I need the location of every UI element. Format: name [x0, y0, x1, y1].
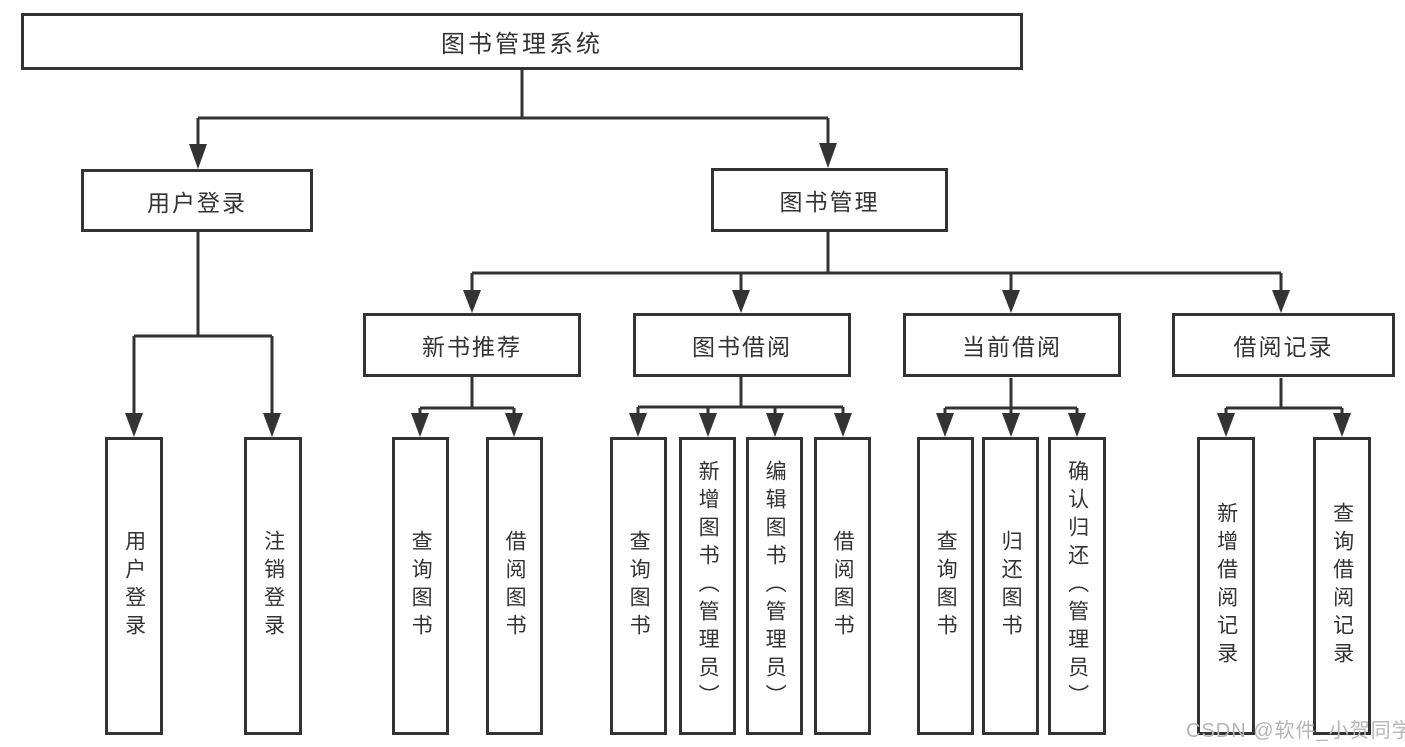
leaf-query-books-borrowing-label: 查询图书: [627, 530, 651, 642]
node-borrowing-records-label: 借阅记录: [1233, 334, 1334, 360]
arrowhead-icon: [505, 413, 523, 437]
leaf-edit-book-admin-label: 编辑图书（管理员）: [763, 460, 787, 712]
leaf-query-books-current: 查询图书: [917, 437, 974, 735]
node-user-login: 用户登录: [81, 169, 313, 232]
arrowhead-icon: [1272, 290, 1290, 313]
arrowhead-icon: [1002, 413, 1020, 437]
node-book-borrowing: 图书借阅: [633, 313, 851, 377]
node-new-book-recommendation-label: 新书推荐: [422, 334, 522, 360]
connector-book-management-group: [470, 232, 1283, 291]
leaf-logout: 注销登录: [244, 437, 302, 735]
leaf-user-login-label: 用户登录: [122, 530, 146, 642]
arrowhead-icon: [1002, 290, 1020, 313]
arrowhead-icon: [1068, 413, 1086, 437]
node-library-management-system: 图书管理系统: [21, 13, 1023, 70]
leaf-logout-label: 注销登录: [261, 530, 285, 642]
connector-current-group: [943, 378, 1079, 414]
connector-root: [196, 70, 830, 144]
arrowhead-icon: [125, 413, 143, 437]
arrowhead-icon: [699, 413, 717, 437]
node-current-borrowing-label: 当前借阅: [962, 334, 1062, 360]
leaf-query-borrow-record-label: 查询借阅记录: [1330, 502, 1354, 670]
leaf-confirm-return-admin: 确认归还（管理员）: [1048, 437, 1106, 735]
arrowhead-icon: [936, 413, 954, 437]
arrowhead-icon: [766, 413, 784, 437]
leaf-borrow-books-recommend-label: 借阅图书: [503, 530, 527, 642]
arrowhead-icon: [1217, 413, 1235, 437]
leaf-confirm-return-admin-label: 确认归还（管理员）: [1065, 460, 1089, 712]
leaf-add-borrow-record-label: 新增借阅记录: [1214, 502, 1238, 670]
leaf-borrow-books-borrowing-label: 借阅图书: [831, 530, 855, 642]
leaf-borrow-books-recommend: 借阅图书: [486, 437, 543, 735]
leaf-add-book-admin-label: 新增图书（管理员）: [696, 460, 720, 712]
leaf-return-books-label: 归还图书: [999, 530, 1023, 642]
arrowhead-icon: [463, 290, 481, 313]
node-book-management-label: 图书管理: [779, 189, 880, 215]
arrowhead-icon: [411, 413, 429, 437]
connector-user-login-group: [132, 232, 274, 414]
arrowhead-icon: [263, 413, 281, 437]
arrowhead-icon: [819, 143, 837, 168]
node-book-borrowing-label: 图书借阅: [692, 334, 792, 360]
leaf-add-borrow-record: 新增借阅记录: [1197, 437, 1255, 735]
csdn-watermark: CSDN @软件_小贺同学: [1186, 720, 1405, 742]
node-library-management-system-label: 图书管理系统: [441, 31, 603, 58]
connector-records-group: [1224, 378, 1344, 414]
node-user-login-label: 用户登录: [147, 189, 247, 216]
leaf-edit-book-admin: 编辑图书（管理员）: [746, 437, 803, 735]
leaf-query-books-recommend-label: 查询图书: [409, 530, 433, 642]
leaf-query-books-current-label: 查询图书: [934, 530, 958, 642]
connector-new-book-group: [418, 375, 516, 414]
node-borrowing-records: 借阅记录: [1172, 313, 1395, 377]
leaf-return-books: 归还图书: [982, 437, 1039, 735]
arrowhead-icon: [629, 413, 647, 437]
connector-borrowing-group: [636, 377, 845, 414]
arrowhead-icon: [1333, 413, 1351, 437]
arrowhead-icon: [189, 144, 207, 169]
leaf-user-login: 用户登录: [105, 437, 163, 735]
arrowhead-icon: [834, 413, 852, 437]
leaf-add-book-admin: 新增图书（管理员）: [679, 437, 736, 735]
node-book-management: 图书管理: [711, 168, 948, 232]
leaf-query-books-borrowing: 查询图书: [610, 437, 667, 735]
arrowhead-icon: [732, 290, 750, 313]
leaf-query-borrow-record: 查询借阅记录: [1313, 437, 1371, 735]
leaf-query-books-recommend: 查询图书: [392, 437, 449, 735]
node-new-book-recommendation: 新书推荐: [363, 313, 581, 377]
node-current-borrowing: 当前借阅: [903, 313, 1121, 377]
leaf-borrow-books-borrowing: 借阅图书: [814, 437, 871, 735]
